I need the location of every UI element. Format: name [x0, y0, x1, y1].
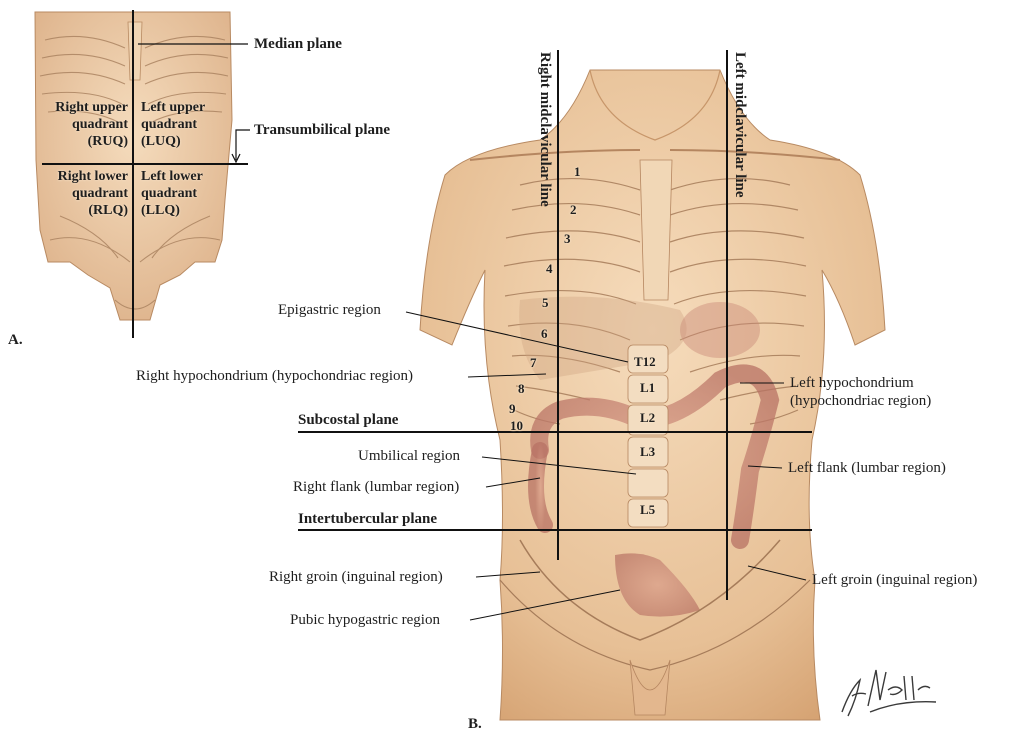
left-hypochondrium-sub-label: (hypochondriac region): [790, 394, 931, 409]
netter-signature: [842, 670, 936, 716]
epigastric-label: Epigastric region: [278, 303, 381, 318]
rib-number: 5: [542, 296, 549, 309]
rib-number: 10: [510, 419, 523, 432]
luq-line-2: quadrant: [141, 116, 205, 133]
rib-number: 8: [518, 382, 525, 395]
subcostal-plane-label: Subcostal plane: [298, 413, 398, 428]
median-plane-label: Median plane: [254, 37, 342, 52]
ruq-label: Right upper quadrant (RUQ): [40, 99, 128, 150]
transumbilical-plane-label: Transumbilical plane: [254, 123, 390, 138]
vertebra-label: L2: [640, 411, 655, 424]
right-hypochondrium-label: Right hypochondrium (hypochondriac regio…: [136, 369, 413, 384]
vertebra-label: L3: [640, 445, 655, 458]
llq-line-3: (LLQ): [141, 202, 203, 219]
rib-number: 2: [570, 203, 577, 216]
rlq-line-2: quadrant: [40, 185, 128, 202]
panel-b-letter: B.: [468, 716, 482, 733]
luq-label: Left upper quadrant (LUQ): [141, 99, 205, 150]
rlq-line-3: (RLQ): [40, 202, 128, 219]
left-flank-label: Left flank (lumbar region): [788, 461, 946, 476]
rib-number: 7: [530, 356, 537, 369]
ruq-line-3: (RUQ): [40, 133, 128, 150]
llq-line-2: quadrant: [141, 185, 203, 202]
rib-number: 4: [546, 262, 553, 275]
ruq-line-2: quadrant: [40, 116, 128, 133]
rlq-line-1: Right lower: [40, 168, 128, 185]
pubic-label: Pubic hypogastric region: [290, 613, 440, 628]
luq-line-3: (LUQ): [141, 133, 205, 150]
intertubercular-plane-label: Intertubercular plane: [298, 512, 437, 527]
right-midclavicular-label: Right midclavicular line: [537, 52, 552, 207]
panel-a-letter: A.: [8, 332, 23, 349]
rlq-label: Right lower quadrant (RLQ): [40, 168, 128, 219]
rib-number: 9: [509, 402, 516, 415]
rib-number: 3: [564, 232, 571, 245]
right-flank-label: Right flank (lumbar region): [293, 480, 459, 495]
left-groin-label: Left groin (inguinal region): [812, 573, 977, 588]
vertebra-label: L1: [640, 381, 655, 394]
rib-number: 1: [574, 165, 581, 178]
left-midclavicular-label: Left midclavicular line: [732, 52, 747, 198]
umbilical-label: Umbilical region: [358, 449, 460, 464]
ruq-line-1: Right upper: [40, 99, 128, 116]
left-hypochondrium-label: Left hypochondrium: [790, 376, 914, 391]
right-groin-label: Right groin (inguinal region): [269, 570, 443, 585]
llq-line-1: Left lower: [141, 168, 203, 185]
llq-label: Left lower quadrant (LLQ): [141, 168, 203, 219]
luq-line-1: Left upper: [141, 99, 205, 116]
vertebra-label: T12: [634, 355, 656, 368]
rib-number: 6: [541, 327, 548, 340]
vertebra-label: L5: [640, 503, 655, 516]
